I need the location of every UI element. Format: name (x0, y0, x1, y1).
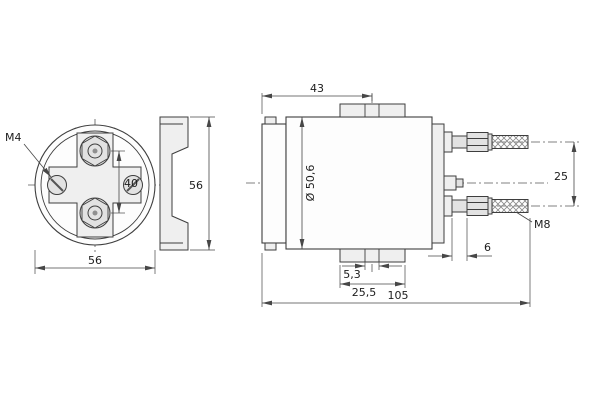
fixing-screw-right (123, 175, 143, 195)
dim-m4-label: M4 (5, 131, 22, 144)
rear-flange (431, 123, 445, 244)
dim-terminal-spacing: 25 (554, 142, 577, 206)
terminal-stud-bottom (79, 197, 111, 229)
terminal-stud-top (79, 135, 111, 167)
dim-foot-width: 25,5 (339, 265, 406, 299)
dim-body-diameter: Ø 50,6 (299, 117, 317, 249)
dim-foot-width-label: 25,5 (352, 286, 377, 299)
mounting-bracket (159, 116, 189, 251)
mounting-tab-top (339, 103, 406, 118)
end-cap (261, 116, 287, 251)
dim-body-diameter-label: Ø 50,6 (304, 165, 317, 202)
dim-overall-length-label: 105 (388, 289, 409, 302)
dim-cap-to-slot: 43 (261, 82, 373, 114)
housing-inner-circle (40, 130, 150, 240)
dim-slot-width-label: 5,3 (343, 268, 361, 281)
mounting-tab-bottom (339, 248, 406, 263)
dim-m4: M4 (5, 131, 52, 178)
front-view: M4 40 56 56 (5, 116, 215, 274)
fixing-screw-left (47, 175, 67, 195)
dim-slot-width: 5,3 (342, 262, 402, 281)
terminal-stud-lower-side (443, 195, 529, 217)
dim-stud-spacing: 40 (111, 150, 138, 214)
dim-nut-clearance: 6 (428, 218, 492, 261)
dim-bracket-height-label: 56 (189, 179, 203, 192)
dim-cap-to-slot-label: 43 (310, 82, 324, 95)
dim-m8: M8 (515, 211, 551, 231)
dim-bracket-height: 56 (189, 116, 215, 251)
contact-plate (48, 132, 142, 238)
spade-terminal (443, 175, 464, 191)
dim-stud-spacing-label: 40 (124, 177, 138, 190)
dim-body-width-label: 56 (88, 254, 102, 267)
dim-m8-label: M8 (534, 218, 551, 231)
dim-nut-clearance-label: 6 (484, 241, 491, 254)
terminal-stud-upper-side (443, 131, 529, 153)
dim-terminal-spacing-label: 25 (554, 170, 568, 183)
side-view: 43 Ø 50,6 25 M8 6 (246, 82, 582, 307)
dim-overall-length: 105 (261, 218, 531, 307)
dim-body-width: 56 (34, 250, 156, 274)
